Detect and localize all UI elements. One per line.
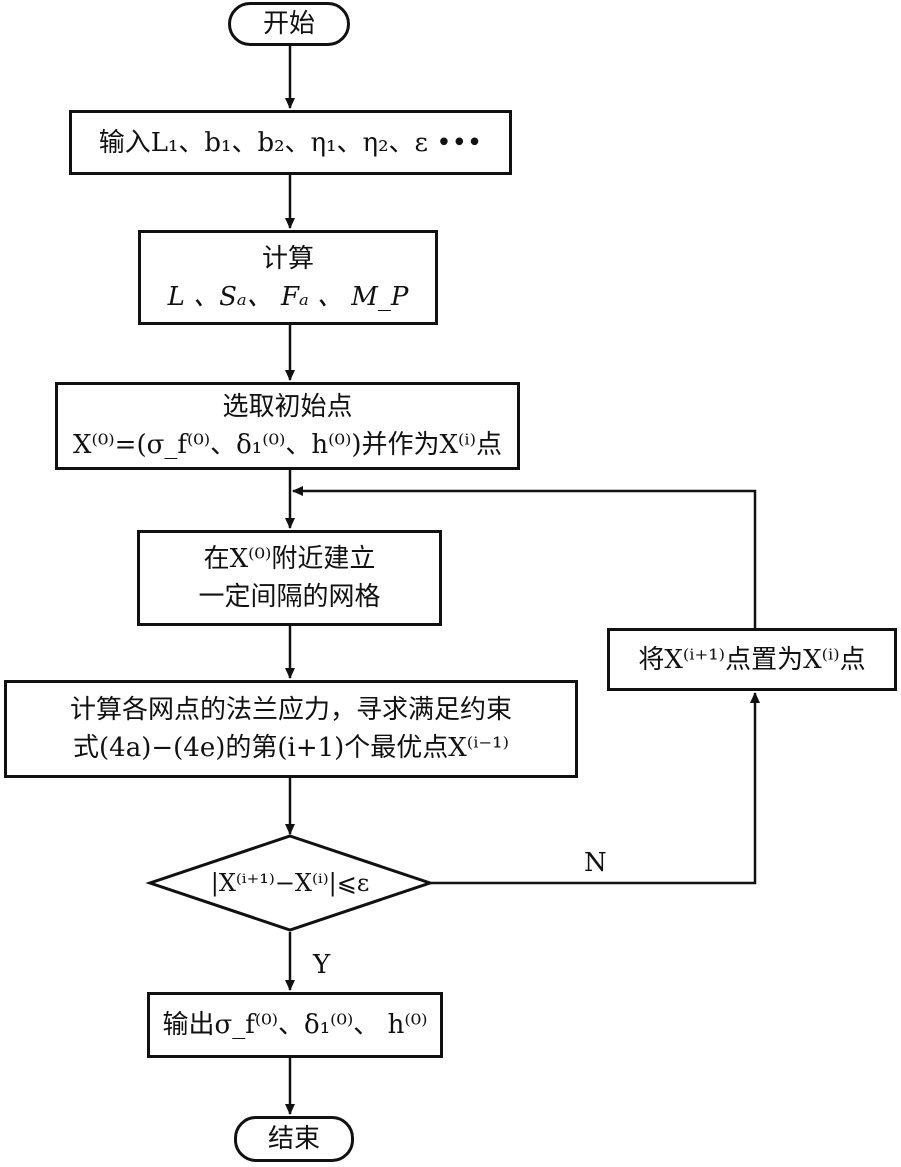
- compute-line2: 式(4a)−(4e)的第(i+1)个最优点X⁽ⁱ⁻¹⁾: [73, 733, 509, 763]
- init-title: 选取初始点: [222, 392, 353, 422]
- reset-box: 将X⁽ⁱ⁺¹⁾点置为X⁽ⁱ⁾点: [607, 628, 897, 691]
- reset-label: 将X⁽ⁱ⁺¹⁾点置为X⁽ⁱ⁾点: [638, 644, 866, 675]
- arrow-reset-loop-back: [292, 486, 757, 628]
- grid-box: 在X⁽⁰⁾附近建立 一定间隔的网格: [137, 530, 442, 626]
- arrow-decision-no-to-reset: [430, 692, 760, 885]
- end-label: 结束: [267, 1124, 320, 1154]
- decision-label: |X⁽ⁱ⁺¹⁾−X⁽ⁱ⁾|⩽ε: [210, 869, 370, 897]
- decision-diamond: [145, 834, 435, 932]
- input-box: 输入L₁、b₁、b₂、η₁、η₂、ε •••: [69, 110, 512, 175]
- grid-line1: 在X⁽⁰⁾附近建立: [203, 544, 376, 574]
- grid-line2: 一定间隔的网格: [198, 582, 381, 612]
- compute-box: 计算各网点的法兰应力，寻求满足约束 式(4a)−(4e)的第(i+1)个最优点X…: [4, 680, 578, 778]
- end-terminal: 结束: [234, 1116, 354, 1162]
- init-formula: X⁽⁰⁾=(σ_f⁽⁰⁾、δ₁⁽⁰⁾、h⁽⁰⁾)并作为X⁽ⁱ⁾点: [72, 430, 503, 460]
- calc-vars: L 、Sₐ、 Fₐ 、 M_P: [167, 281, 409, 312]
- output-label: 输出σ_f⁽⁰⁾、δ₁⁽⁰⁾、 h⁽⁰⁾: [162, 1010, 428, 1040]
- calc-title: 计算: [261, 243, 314, 274]
- start-terminal: 开始: [228, 2, 350, 46]
- output-box: 输出σ_f⁽⁰⁾、δ₁⁽⁰⁾、 h⁽⁰⁾: [147, 992, 443, 1058]
- init-box: 选取初始点 X⁽⁰⁾=(σ_f⁽⁰⁾、δ₁⁽⁰⁾、h⁽⁰⁾)并作为X⁽ⁱ⁾点: [55, 382, 520, 470]
- compute-line1: 计算各网点的法兰应力，寻求满足约束: [69, 695, 512, 725]
- yes-branch-label: Y: [313, 950, 331, 980]
- start-label: 开始: [262, 9, 315, 39]
- calc-box: 计算 L 、Sₐ、 Fₐ 、 M_P: [138, 230, 438, 325]
- no-branch-label: N: [584, 848, 607, 878]
- input-label: 输入L₁、b₁、b₂、η₁、η₂、ε •••: [98, 127, 483, 158]
